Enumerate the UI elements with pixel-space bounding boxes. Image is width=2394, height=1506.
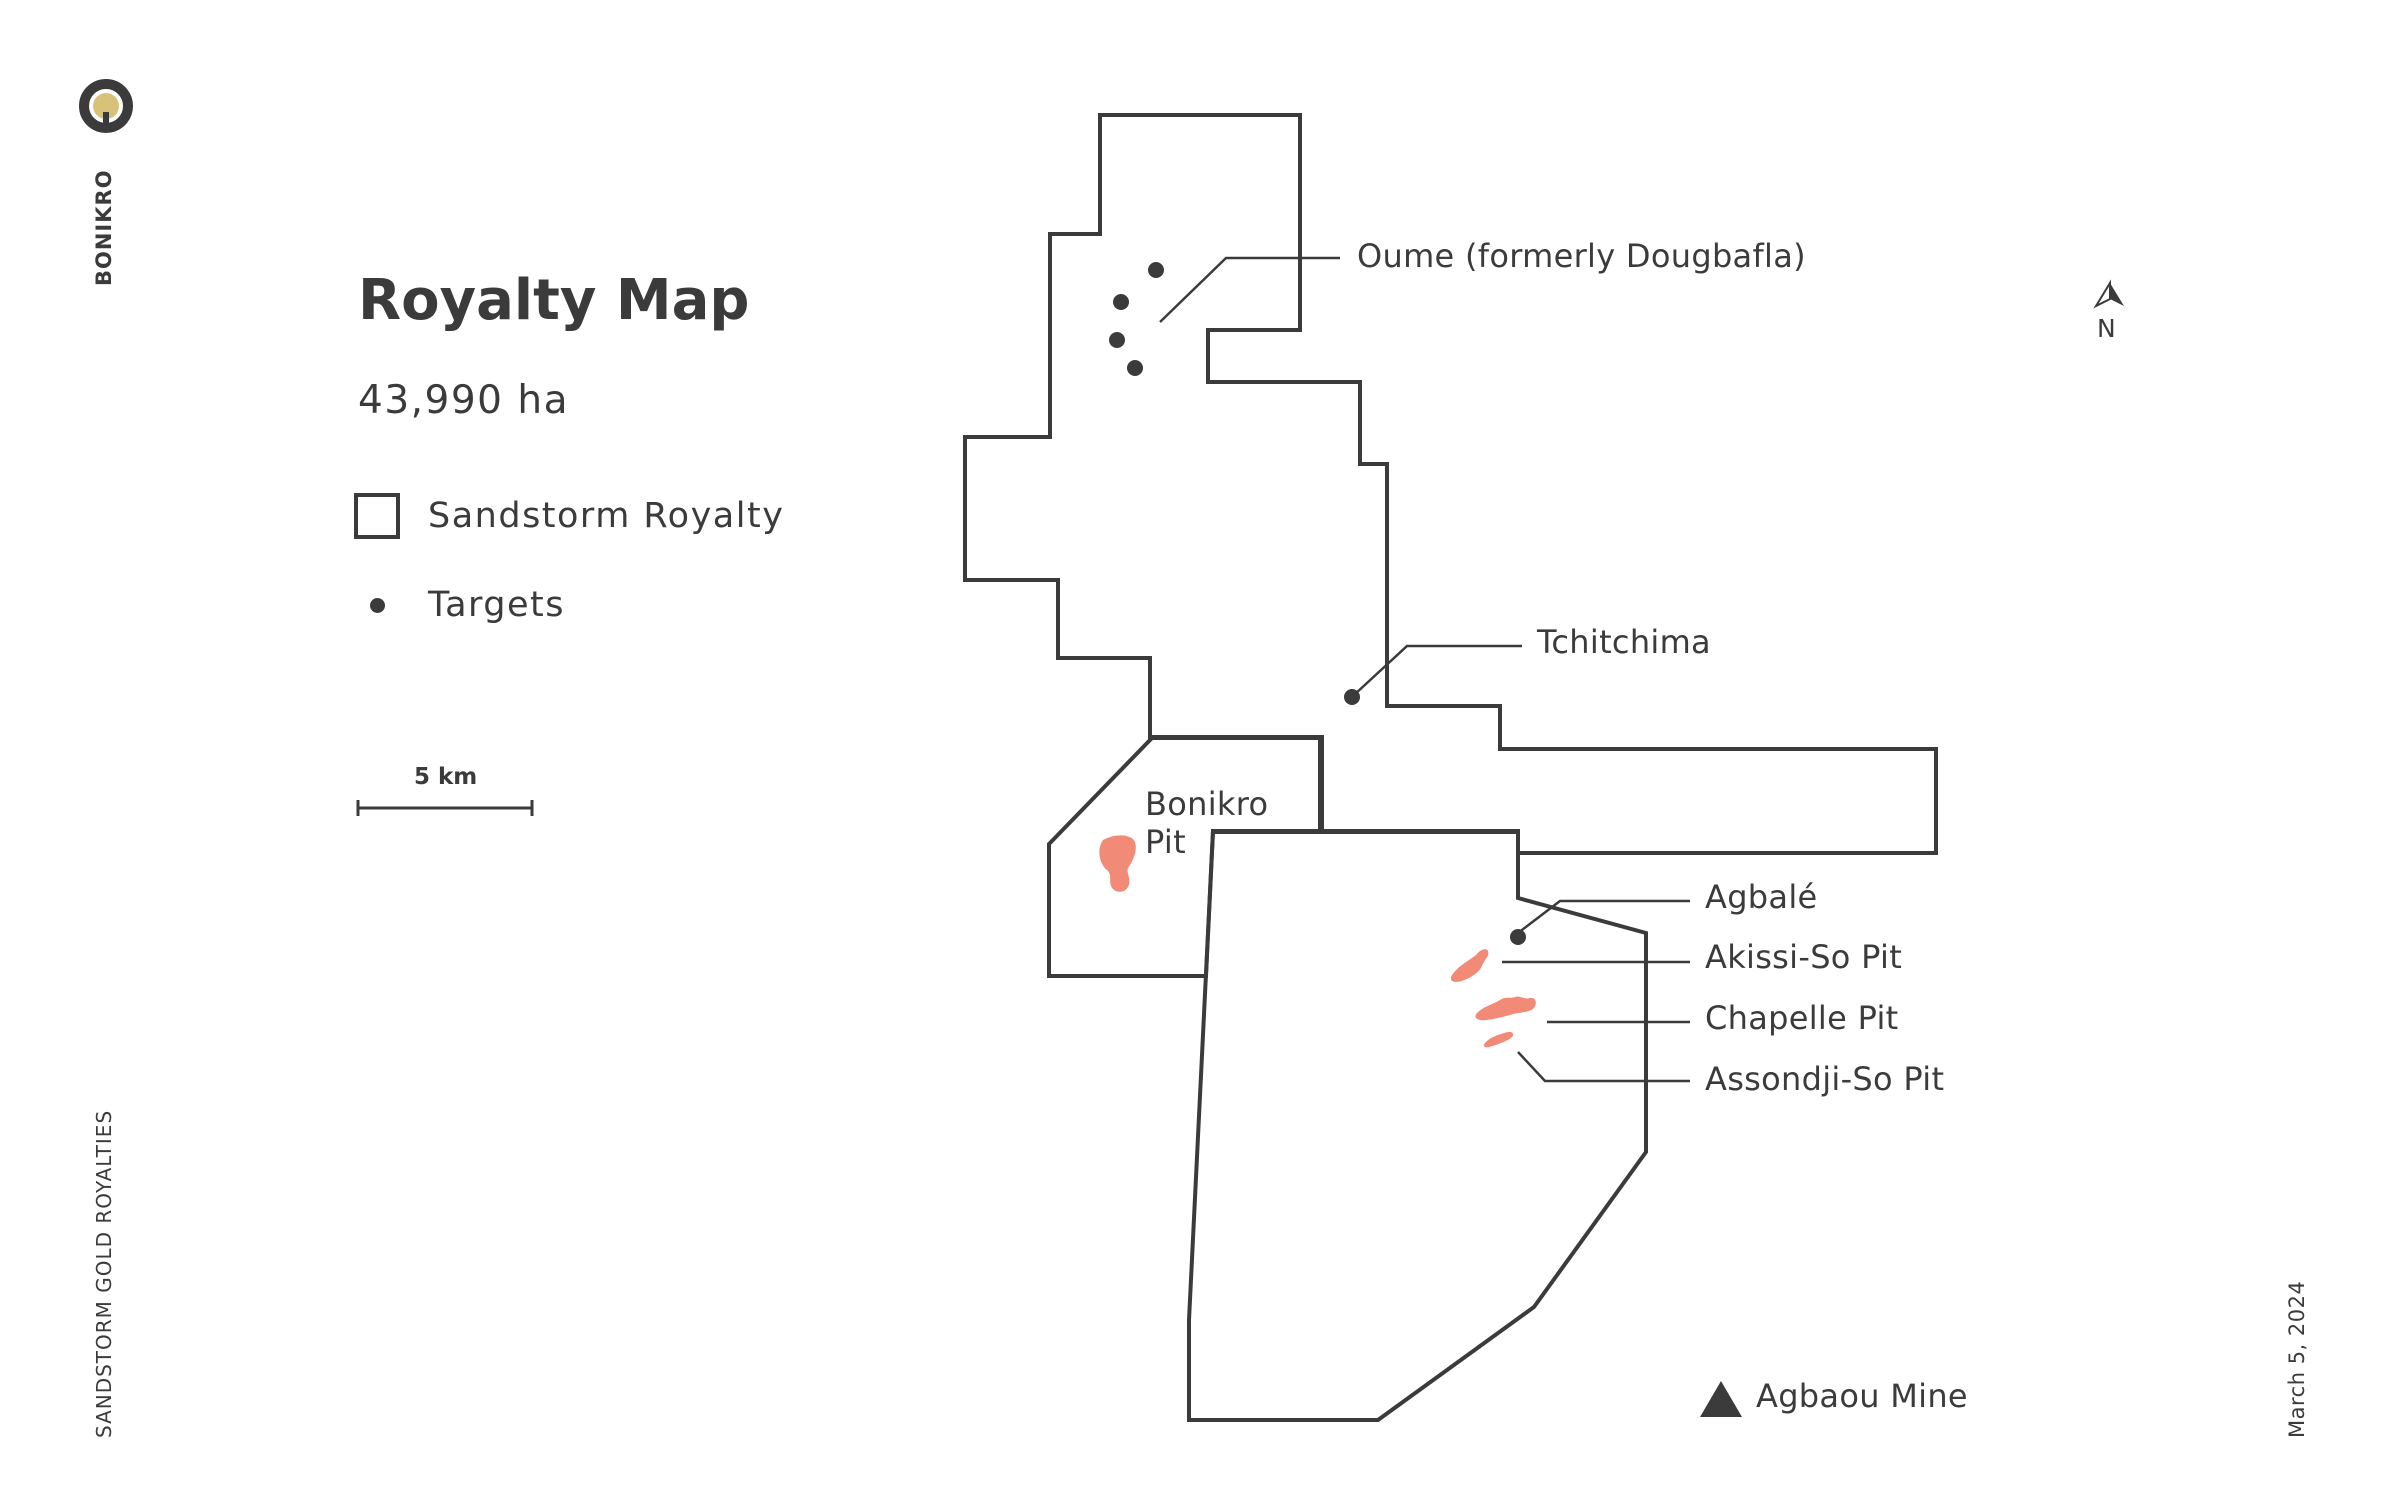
legend-item-royalty: Sandstorm Royalty (354, 493, 784, 539)
scale-label: 5 km (414, 764, 478, 790)
page-title: Royalty Map (358, 268, 750, 333)
target-dot (1510, 929, 1526, 945)
label-bonikro-pit: Bonikro Pit (1145, 785, 1269, 861)
target-dot (1127, 360, 1143, 376)
area-value: 43,990 ha (358, 378, 569, 423)
dot-icon (354, 582, 400, 628)
leader-line-agbale (1517, 899, 1690, 934)
royalty-boundary-south (1187, 829, 1648, 1422)
leader-line-oume (1159, 256, 1340, 323)
leader-line-tchitchima (1353, 644, 1522, 696)
assondji-pit-shape (1483, 1031, 1514, 1048)
target-dot (1109, 332, 1125, 348)
label-agbale: Agbalé (1705, 878, 1818, 916)
target-dot (1148, 262, 1164, 278)
north-arrow-icon (2093, 279, 2124, 309)
label-oume: Oume (formerly Dougbafla) (1357, 237, 1806, 275)
mine-triangle-icon (1700, 1381, 1742, 1417)
label-chapelle-pit: Chapelle Pit (1705, 999, 1899, 1037)
target-dot (1113, 294, 1129, 310)
label-assondji-so-pit: Assondji-So Pit (1705, 1060, 1945, 1098)
leader-line-assondji (1517, 1051, 1690, 1083)
scale-bar (356, 800, 534, 816)
legend-label: Targets (428, 585, 566, 625)
label-agbaou-mine: Agbaou Mine (1756, 1377, 1968, 1415)
outline-square-icon (354, 493, 400, 539)
legend-label: Sandstorm Royalty (428, 496, 785, 536)
royalty-boundary-north (963, 113, 1938, 855)
chapelle-pit-shape (1475, 996, 1536, 1021)
legend-item-targets: Targets (354, 582, 565, 628)
north-label: N (2097, 314, 2116, 343)
label-akissi-so-pit: Akissi-So Pit (1705, 938, 1903, 976)
gold-ring-logo-icon (79, 79, 133, 133)
akissi-pit-shape (1450, 949, 1489, 982)
bonikro-pit-shape (1099, 835, 1136, 892)
label-tchitchima: Tchitchima (1537, 623, 1711, 661)
